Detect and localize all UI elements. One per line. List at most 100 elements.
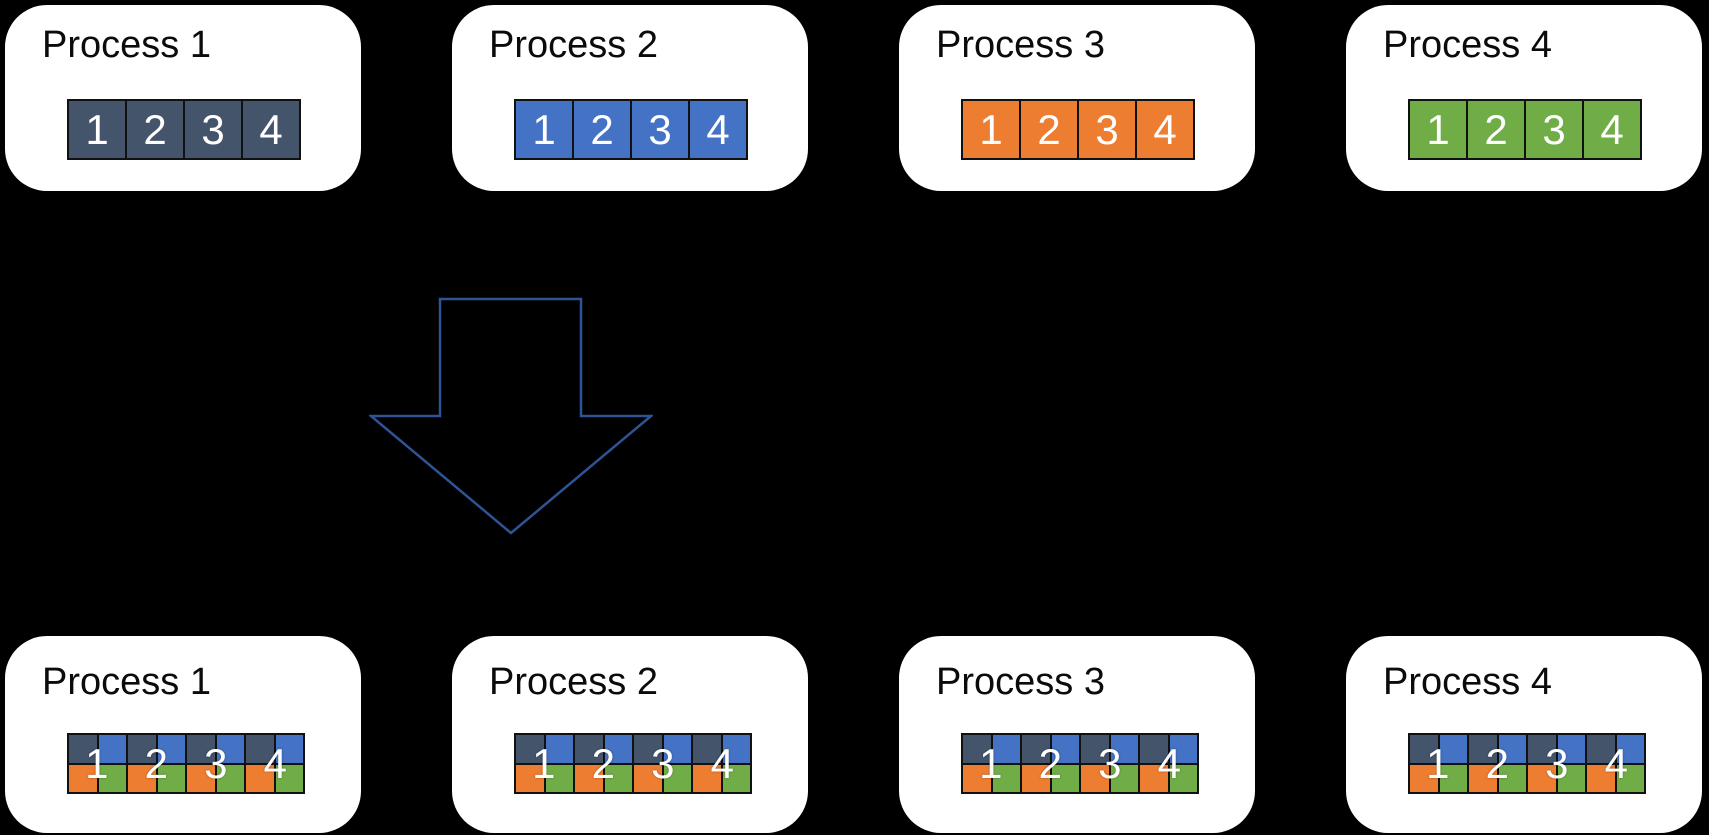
process-title: Process 2 bbox=[489, 24, 658, 66]
data-cell bbox=[992, 735, 1020, 763]
data-cell bbox=[69, 764, 97, 792]
process-title: Process 1 bbox=[42, 24, 211, 66]
data-cell bbox=[246, 735, 274, 763]
data-cell bbox=[98, 735, 126, 763]
data-cell: 2 bbox=[574, 101, 630, 158]
data-cell: 1 bbox=[1410, 101, 1466, 158]
data-cell: 4 bbox=[1584, 101, 1640, 158]
data-cell bbox=[604, 764, 632, 792]
data-strip: 1 2 3 4 bbox=[1408, 99, 1642, 160]
process-card-bottom-1: Process 1 1 2 3 4 bbox=[5, 636, 361, 833]
interleaved-grid bbox=[961, 733, 1199, 794]
data-cell bbox=[722, 735, 750, 763]
interleaved-strip: 1 2 3 4 bbox=[514, 733, 752, 794]
data-cell bbox=[1616, 764, 1644, 792]
data-cell bbox=[575, 735, 603, 763]
data-cell bbox=[275, 735, 303, 763]
process-title: Process 3 bbox=[936, 24, 1105, 66]
data-cell: 3 bbox=[1079, 101, 1135, 158]
data-cell: 1 bbox=[69, 101, 125, 158]
data-cell bbox=[1110, 735, 1138, 763]
interleaved-grid bbox=[67, 733, 305, 794]
data-cell bbox=[604, 735, 632, 763]
data-cell bbox=[246, 764, 274, 792]
data-cell bbox=[575, 764, 603, 792]
data-cell: 4 bbox=[243, 101, 299, 158]
data-cell bbox=[157, 764, 185, 792]
data-cell bbox=[1528, 764, 1556, 792]
interleaved-grid bbox=[514, 733, 752, 794]
data-cell bbox=[545, 735, 573, 763]
data-cell bbox=[1557, 735, 1585, 763]
process-title: Process 4 bbox=[1383, 661, 1552, 703]
data-cell bbox=[545, 764, 573, 792]
process-title: Process 3 bbox=[936, 661, 1105, 703]
interleaved-strip: 1 2 3 4 bbox=[1408, 733, 1646, 794]
data-cell bbox=[1528, 735, 1556, 763]
data-cell bbox=[634, 764, 662, 792]
data-cell: 4 bbox=[690, 101, 746, 158]
data-cell bbox=[187, 764, 215, 792]
data-cell bbox=[1587, 764, 1615, 792]
data-cell bbox=[1557, 764, 1585, 792]
data-cell bbox=[1410, 764, 1438, 792]
data-cell bbox=[1022, 735, 1050, 763]
data-cell: 2 bbox=[127, 101, 183, 158]
data-cell bbox=[1081, 735, 1109, 763]
interleaved-grid bbox=[1408, 733, 1646, 794]
data-cell bbox=[69, 735, 97, 763]
data-cell: 1 bbox=[963, 101, 1019, 158]
process-card-bottom-3: Process 3 1 2 3 4 bbox=[899, 636, 1255, 833]
data-cell bbox=[722, 764, 750, 792]
data-cell bbox=[187, 735, 215, 763]
down-arrow-icon bbox=[369, 297, 653, 535]
data-cell: 1 bbox=[516, 101, 572, 158]
data-cell bbox=[216, 764, 244, 792]
data-cell bbox=[128, 735, 156, 763]
data-cell bbox=[1140, 735, 1168, 763]
interleaved-strip: 1 2 3 4 bbox=[67, 733, 305, 794]
data-cell bbox=[1169, 764, 1197, 792]
process-title: Process 4 bbox=[1383, 24, 1552, 66]
interleaved-strip: 1 2 3 4 bbox=[961, 733, 1199, 794]
process-title: Process 2 bbox=[489, 661, 658, 703]
data-cell bbox=[1616, 735, 1644, 763]
process-card-bottom-2: Process 2 1 2 3 4 bbox=[452, 636, 808, 833]
data-cell bbox=[693, 764, 721, 792]
data-cell bbox=[663, 764, 691, 792]
process-card-top-2: Process 2 1 2 3 4 bbox=[452, 5, 808, 191]
data-cell bbox=[963, 735, 991, 763]
data-cell bbox=[275, 764, 303, 792]
data-cell: 4 bbox=[1137, 101, 1193, 158]
process-card-top-3: Process 3 1 2 3 4 bbox=[899, 5, 1255, 191]
data-cell: 3 bbox=[632, 101, 688, 158]
data-cell bbox=[1439, 764, 1467, 792]
data-cell bbox=[1469, 764, 1497, 792]
data-cell bbox=[663, 735, 691, 763]
process-card-top-4: Process 4 1 2 3 4 bbox=[1346, 5, 1702, 191]
data-cell bbox=[1110, 764, 1138, 792]
data-strip: 1 2 3 4 bbox=[514, 99, 748, 160]
data-cell bbox=[693, 735, 721, 763]
data-cell bbox=[1051, 735, 1079, 763]
data-cell bbox=[516, 735, 544, 763]
process-card-bottom-4: Process 4 1 2 3 4 bbox=[1346, 636, 1702, 833]
data-cell bbox=[1051, 764, 1079, 792]
data-cell bbox=[1410, 735, 1438, 763]
data-cell: 2 bbox=[1468, 101, 1524, 158]
data-cell bbox=[98, 764, 126, 792]
data-cell bbox=[1081, 764, 1109, 792]
data-cell bbox=[516, 764, 544, 792]
data-cell bbox=[1587, 735, 1615, 763]
data-cell bbox=[1169, 735, 1197, 763]
data-cell bbox=[1439, 735, 1467, 763]
data-cell bbox=[128, 764, 156, 792]
data-cell: 3 bbox=[1526, 101, 1582, 158]
data-cell bbox=[1469, 735, 1497, 763]
data-cell bbox=[1022, 764, 1050, 792]
data-cell bbox=[157, 735, 185, 763]
process-card-top-1: Process 1 1 2 3 4 bbox=[5, 5, 361, 191]
data-cell bbox=[1140, 764, 1168, 792]
data-cell bbox=[963, 764, 991, 792]
